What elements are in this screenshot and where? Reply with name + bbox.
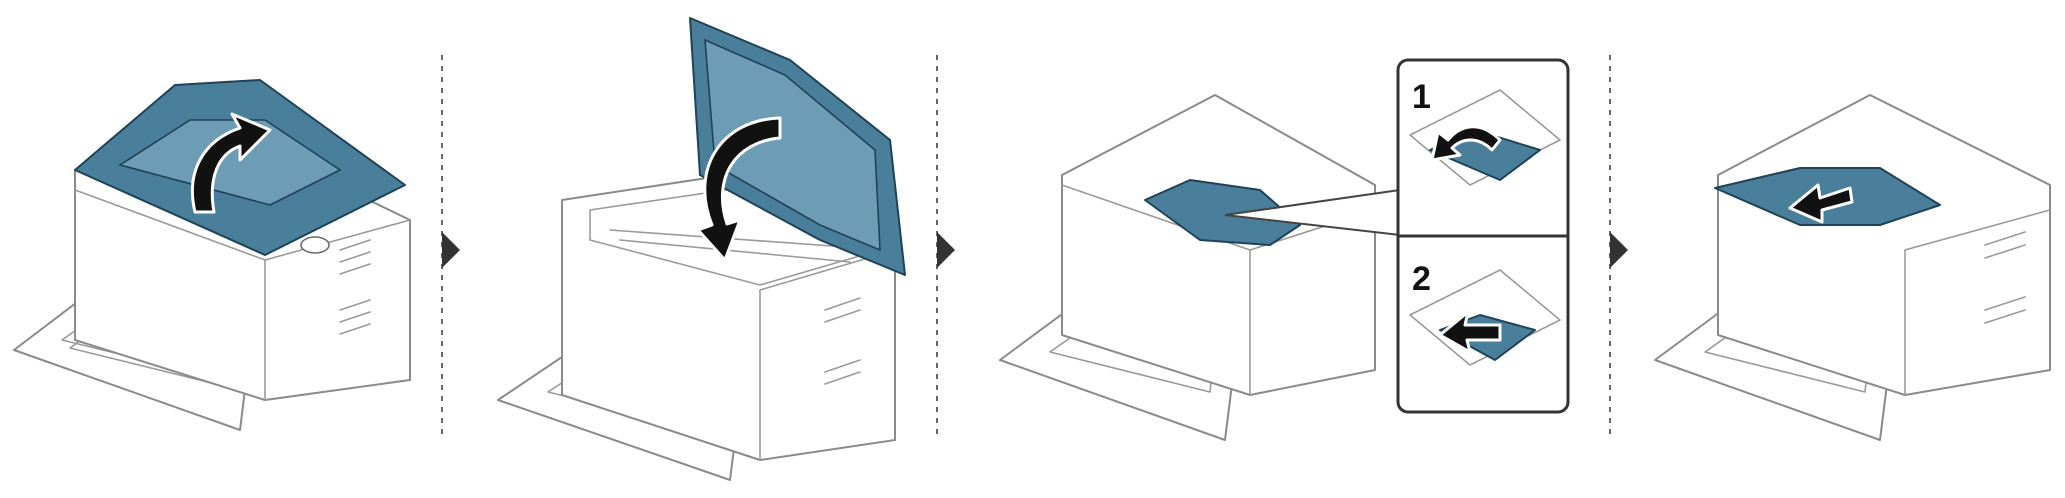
inset-item-2: 2 [1409,260,1561,366]
inset-number-2: 2 [1412,260,1431,298]
inset-item-1: 1 [1409,78,1561,186]
panel-step-2 [497,17,906,481]
printer-body [1717,94,2051,396]
printer-body [1061,94,1376,396]
chevron-right-icon [1610,232,1628,268]
panel-step-4 [1654,94,2051,441]
inset-number-1: 1 [1412,78,1431,116]
chevron-right-icon [442,232,460,268]
output-tray-highlight [118,119,342,206]
panel-step-3: 1 2 [999,58,1570,441]
curved-arrow-icon [1430,125,1502,162]
paper-sheet-icon [1144,179,1301,246]
straight-arrow-icon [1788,183,1854,224]
side-vents [339,239,371,335]
panel-step-1 [13,79,411,431]
curved-arrow-icon [190,112,272,214]
chevron-right-icon [937,232,955,268]
control-button [300,236,330,254]
side-vents [1984,231,2026,324]
side-vents [824,297,861,385]
straight-arrow-icon [1438,310,1502,354]
curved-arrow-icon [696,116,782,262]
